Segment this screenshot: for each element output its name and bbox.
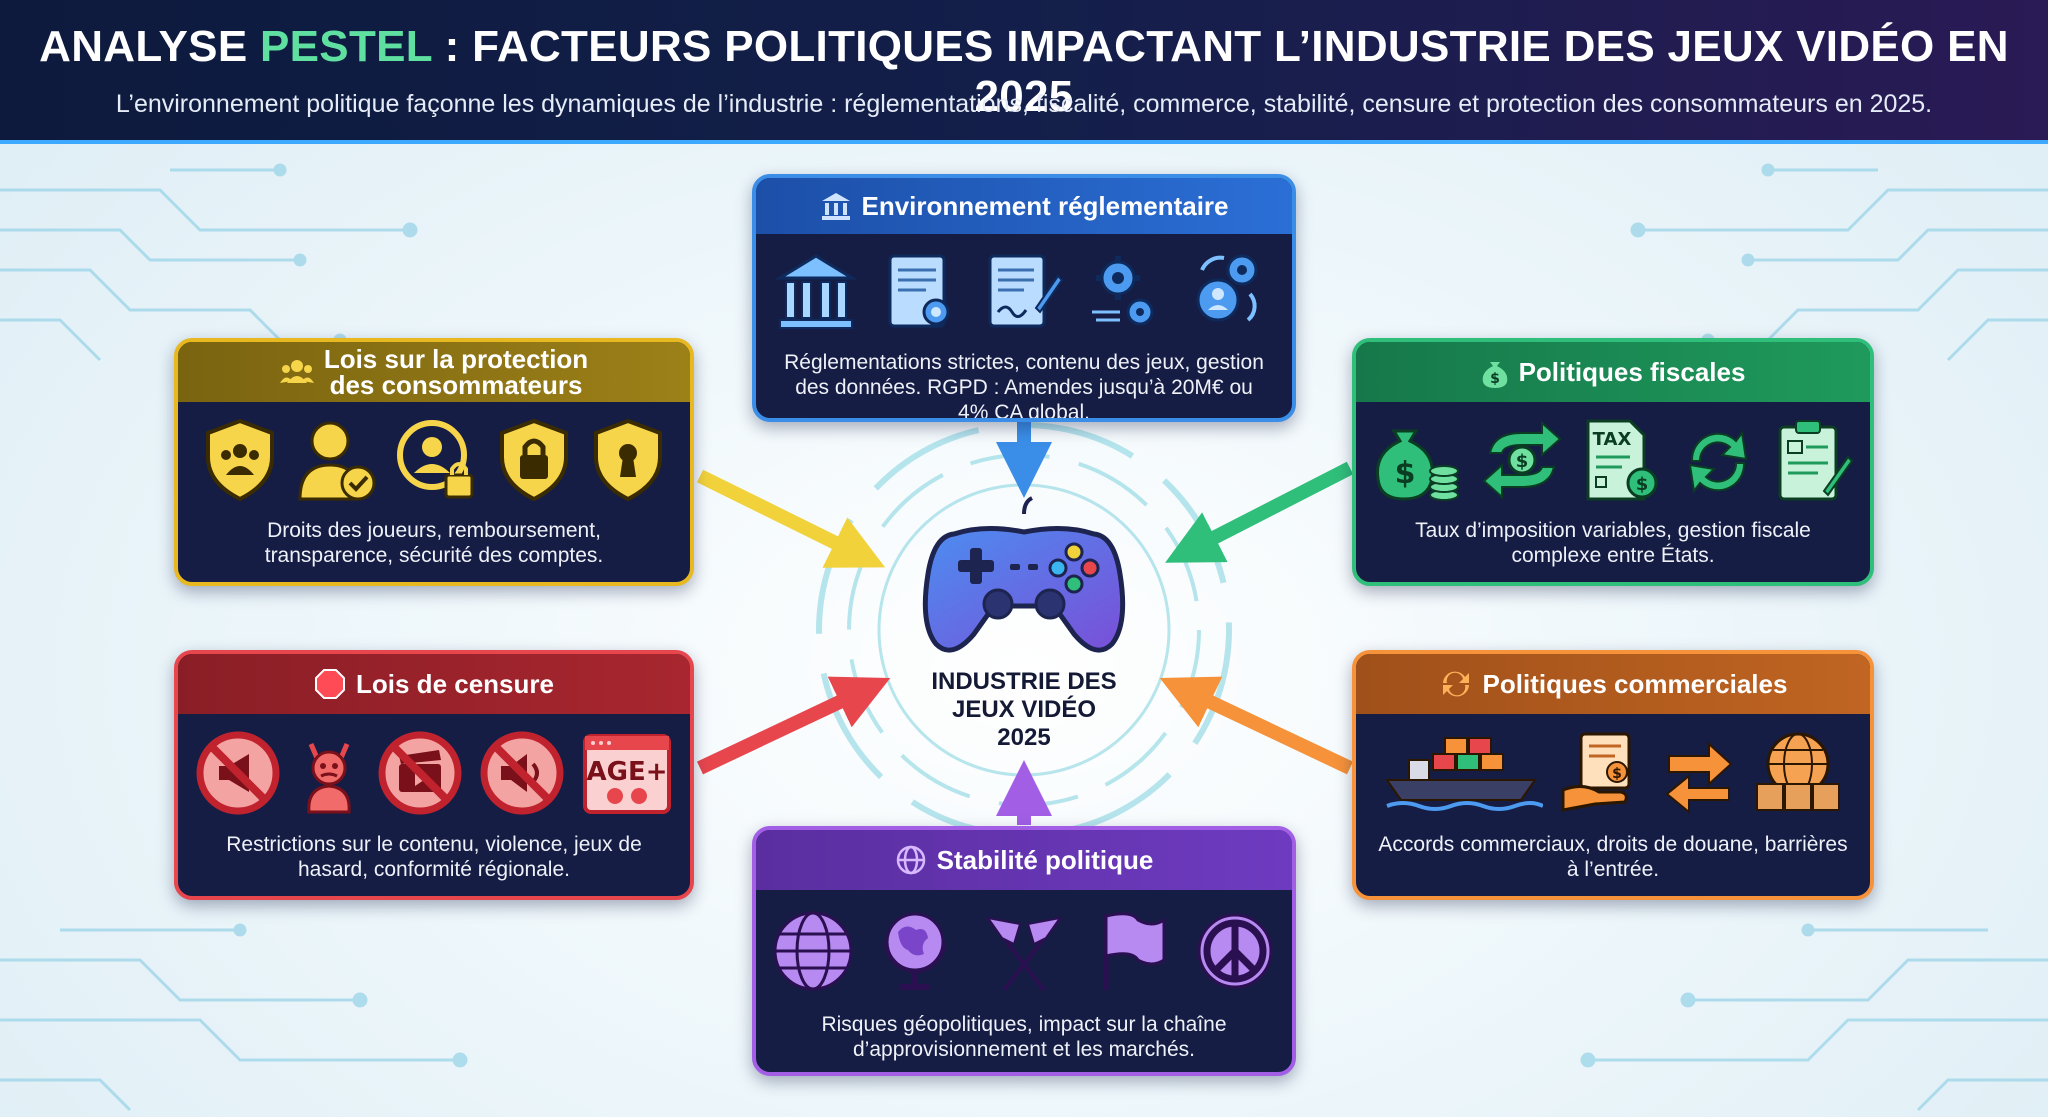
circuit-decoration-right: [1630, 163, 2048, 362]
stop-sign-icon: [315, 669, 346, 699]
peace-icon: [1197, 913, 1273, 989]
card-commerciales-text: Accords commerciaux, droits de douane, b…: [1378, 833, 1848, 881]
card-stabilite-text: Risques géopolitiques, impact sur la cha…: [821, 1013, 1227, 1061]
arrow-commerciales: [1159, 676, 1353, 775]
gears-icon: [1092, 256, 1154, 326]
money-bag-icon: $: [1482, 362, 1507, 388]
certificate-icon: [888, 254, 950, 328]
crossed-flags-icon: [985, 916, 1063, 992]
arrow-consommateurs: [696, 469, 886, 568]
card-censure-icons: AGE+: [178, 714, 690, 832]
bank-icon: [776, 254, 856, 329]
arrow-fiscales: [1165, 461, 1354, 563]
card-consommateurs-title-line1: Lois sur la protection: [323, 344, 589, 374]
card-stabilite-header: Stabilité politique: [756, 830, 1292, 890]
card-reglementaire-text: Réglementations strictes, contenu des je…: [784, 351, 1264, 422]
clipboard-icon: [1778, 420, 1854, 501]
flag-icon: [1103, 912, 1166, 990]
svg-text:$: $: [1395, 456, 1416, 491]
card-stabilite: Stabilité politique Risques géopolitique…: [752, 826, 1296, 1076]
shield-lock-icon: [500, 418, 568, 502]
card-consommateurs: Lois sur la protection des consommateurs…: [174, 338, 694, 586]
card-reglementaire-title: Environnement réglementaire: [861, 190, 1229, 221]
card-fiscales-text: Taux d’imposition variables, gestion fis…: [1415, 519, 1811, 567]
card-stabilite-title: Stabilité politique: [936, 844, 1154, 875]
refresh-arrows-icon: [1688, 430, 1748, 494]
card-censure-title: Lois de censure: [356, 668, 554, 699]
center-label: INDUSTRIE DES JEUX VIDÉO 2025: [931, 668, 1117, 751]
card-fiscales-icons: $ $ TAX $: [1356, 402, 1870, 518]
card-reglementaire-icons: [756, 234, 1292, 350]
card-commerciales-header: Politiques commerciales: [1356, 654, 1870, 714]
globe-icon: [773, 911, 853, 991]
globe-icon: [896, 845, 925, 875]
sync-icon: [1442, 671, 1469, 697]
no-megaphone-icon: [196, 731, 280, 815]
svg-text:$: $: [1516, 451, 1529, 472]
card-consommateurs-title-line2: des consommateurs: [329, 370, 583, 400]
user-lock-icon: [397, 420, 474, 499]
bank-icon: [821, 193, 850, 220]
page-title: ANALYSE PESTEL : FACTEURS POLITIQUES IMP…: [39, 22, 2009, 121]
card-consommateurs-icons: [178, 402, 690, 518]
card-commerciales-title: Politiques commerciales: [1482, 668, 1788, 699]
no-video-icon: [378, 731, 462, 815]
svg-text:$: $: [1636, 474, 1649, 495]
card-consommateurs-header: Lois sur la protection des consommateurs: [178, 342, 690, 402]
tax-document-icon: TAX $: [1586, 419, 1658, 501]
card-commerciales: Politiques commerciales $ Accords commer…: [1352, 650, 1874, 900]
circuit-decoration-bottom-left: [0, 923, 468, 1112]
contract-icon: [988, 254, 1064, 328]
money-exchange-icon: $: [1482, 420, 1562, 500]
users-icon: [279, 360, 314, 383]
card-commerciales-icons: $: [1356, 714, 1870, 832]
page-subtitle: L’environnement politique façonne les dy…: [115, 90, 1933, 118]
card-stabilite-icons: [756, 890, 1292, 1012]
arrow-censure: [697, 676, 891, 775]
shield-group-icon: [206, 418, 274, 502]
age-rating-icon: AGE+: [583, 734, 671, 814]
header-banner: ANALYSE PESTEL : FACTEURS POLITIQUES IMP…: [0, 0, 2048, 144]
card-fiscales-header: $ Politiques fiscales: [1356, 342, 1870, 402]
devil-icon: [307, 743, 351, 814]
card-censure-header: Lois de censure: [178, 654, 690, 714]
user-gears-icon: [1196, 254, 1258, 322]
mute-icon: [480, 731, 564, 815]
global-boxes-icon: [1756, 732, 1840, 811]
money-bag-icon: $: [1375, 429, 1459, 501]
exchange-arrows-icon: [1665, 741, 1733, 815]
card-censure: Lois de censure AGE+ Restrictions sur le…: [174, 650, 694, 900]
card-consommateurs-text: Droits des joueurs, remboursement, trans…: [264, 519, 604, 567]
card-reglementaire: Environnement réglementaire Réglementati…: [752, 174, 1296, 422]
cargo-ship-icon: [1385, 737, 1543, 811]
card-reglementaire-header: Environnement réglementaire: [756, 178, 1292, 234]
earth-icon: [884, 912, 946, 990]
card-fiscales-title: Politiques fiscales: [1518, 356, 1746, 387]
svg-text:$: $: [1490, 371, 1500, 387]
svg-text:$: $: [1612, 766, 1622, 782]
card-fiscales: $ Politiques fiscales $ $ TAX $ Taux d’im…: [1352, 338, 1874, 586]
trade-deal-icon: $: [1561, 732, 1631, 812]
gamepad-icon: [922, 496, 1126, 653]
age-rating-label: AGE+: [586, 757, 667, 787]
user-check-icon: [298, 421, 376, 501]
title-accent: PESTEL: [260, 22, 433, 71]
shield-keyhole-icon: [594, 418, 662, 502]
card-censure-text: Restrictions sur le contenu, violence, j…: [226, 833, 642, 881]
circuit-decoration-bottom-right: [1580, 923, 2048, 1112]
tax-label: TAX: [1593, 429, 1632, 450]
